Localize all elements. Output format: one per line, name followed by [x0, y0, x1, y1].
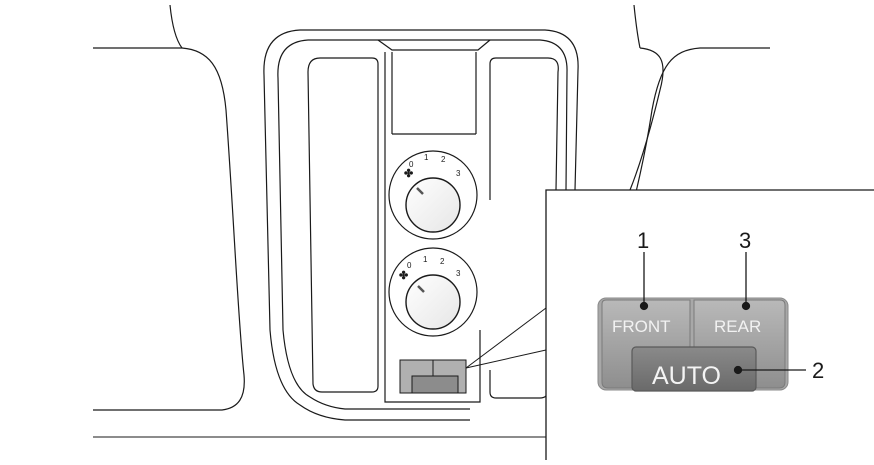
detail-inset: FRONT REAR AUTO 1 3 2 — [545, 189, 874, 462]
knob-scale-label: 1 — [424, 153, 429, 162]
knob-scale-label: 2 — [440, 257, 445, 266]
fan-icon: ✤ — [404, 168, 413, 180]
fan-speed-knob-upper[interactable]: ✤ 0 1 2 3 — [388, 150, 478, 240]
fan-speed-knob-lower[interactable]: ✤ 0 1 2 3 — [388, 247, 478, 337]
callout-number-3: 3 — [739, 228, 751, 253]
knob-pointer — [417, 285, 425, 293]
button-cluster-small — [399, 359, 467, 394]
callout-number-1: 1 — [637, 228, 649, 253]
auto-button[interactable]: AUTO — [631, 346, 757, 392]
knob-scale-label: 0 — [409, 160, 414, 169]
rear-button[interactable]: REAR — [693, 299, 786, 389]
knob-pointer — [416, 187, 424, 195]
knob-scale-label: 3 — [456, 169, 461, 178]
callout-number-2: 2 — [812, 358, 824, 383]
callout-leaders — [639, 252, 806, 375]
headliner-outline — [93, 4, 780, 438]
knob-scale-label: 2 — [441, 155, 446, 164]
knob-scale-label: 3 — [456, 269, 461, 278]
fan-icon: ✤ — [399, 270, 408, 282]
rear-button-label: REAR — [714, 317, 761, 336]
zoom-callout-lines — [465, 307, 547, 369]
knob-scale-label: 1 — [423, 255, 428, 264]
front-button-label: FRONT — [612, 317, 671, 336]
knob-scale-label: 0 — [407, 261, 412, 270]
auto-button-label: AUTO — [652, 362, 721, 390]
